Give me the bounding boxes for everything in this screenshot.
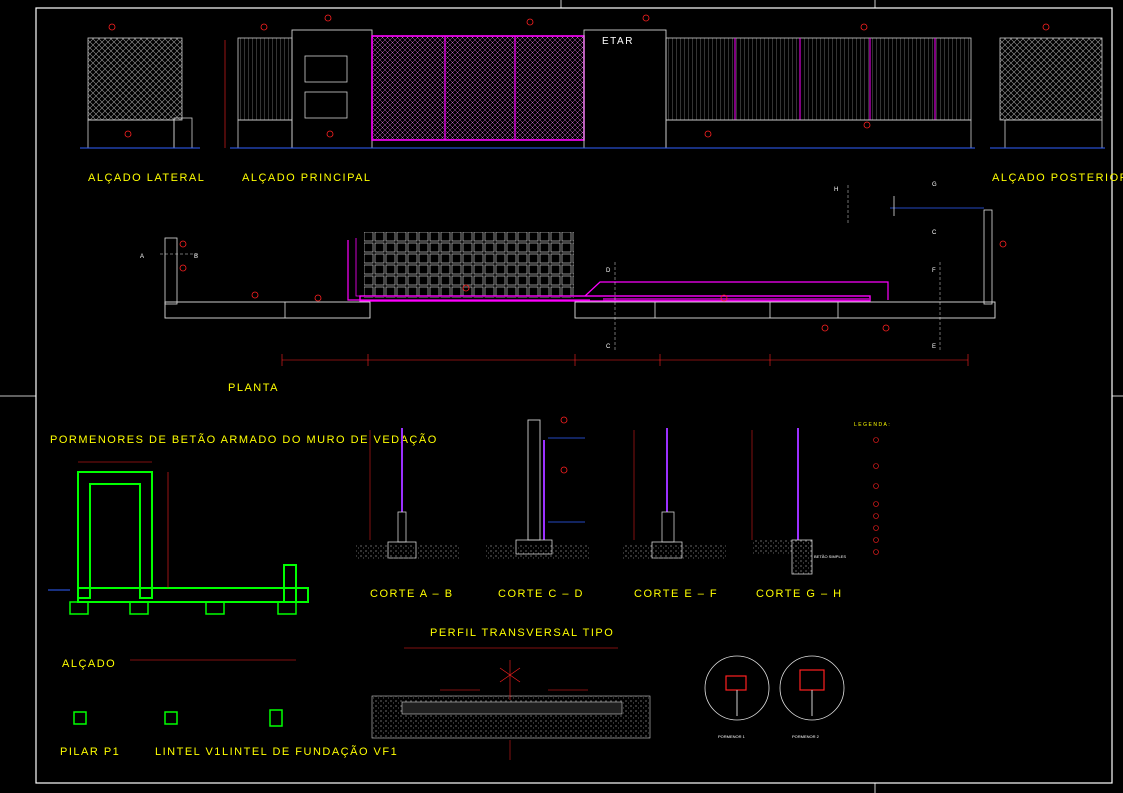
section-marker-g: G [932, 182, 938, 188]
section-marker-e: E [932, 344, 938, 350]
corte-ab-drawing [356, 428, 460, 560]
alcado-lateral-label: ALÇADO LATERAL [88, 172, 205, 184]
corte-gh-label: CORTE G – H [756, 588, 843, 600]
pormenor-1-label: PORMENOR 1 [718, 734, 746, 739]
alcado-posterior-drawing [990, 23, 1105, 149]
planta-drawing [160, 185, 1007, 366]
section-marker-c-bottom: C [606, 344, 612, 350]
corte-ef-drawing [622, 428, 726, 560]
corte-cd-drawing [486, 416, 590, 560]
cross-sections-small [73, 709, 283, 727]
lintel-fundacao-label: LINTEL DE FUNDAÇÃO VF1 [222, 745, 398, 758]
alcado-principal-drawing [224, 14, 975, 149]
section-marker-d-top: D [606, 268, 612, 274]
section-marker-h: H [834, 187, 840, 193]
perfil-transversal-drawing [371, 647, 651, 760]
perfil-label: PERFIL TRANSVERSAL TIPO [430, 627, 614, 639]
pilar-p1-label: PILAR P1 [60, 746, 120, 758]
corte-cd-label: CORTE C – D [498, 588, 584, 600]
legend-markers [873, 437, 879, 555]
section-marker-a: A [140, 254, 146, 260]
corte-ef-label: CORTE E – F [634, 588, 718, 600]
lintel-v1-label: LINTEL V1 [155, 746, 222, 758]
planta-label: PLANTA [228, 382, 279, 394]
legend-title: LEGENDA: [854, 422, 891, 428]
pormenor-2-label: PORMENOR 2 [792, 734, 820, 739]
alcado-principal-label: ALÇADO PRINCIPAL [242, 172, 372, 184]
alcado-detail-label: ALÇADO [62, 658, 116, 670]
corte-ab-label: CORTE A – B [370, 588, 454, 600]
alcado-lateral-drawing [80, 23, 200, 149]
section-marker-c-top: C [932, 230, 938, 236]
alcado-posterior-label: ALÇADO POSTERIOR [992, 172, 1123, 184]
section-marker-f: F [932, 268, 937, 274]
etar-label: ETAR [602, 36, 634, 47]
betao-simples-note: BETÃO SIMPLES [814, 554, 846, 559]
details-heading: PORMENORES DE BETÃO ARMADO DO MURO DE VE… [50, 433, 438, 446]
pormenor-1-drawing [704, 655, 770, 721]
rebar-elevation-drawing [48, 461, 309, 661]
pormenor-2-drawing [779, 655, 845, 721]
section-marker-b: B [194, 254, 200, 260]
corte-gh-drawing [751, 428, 813, 575]
